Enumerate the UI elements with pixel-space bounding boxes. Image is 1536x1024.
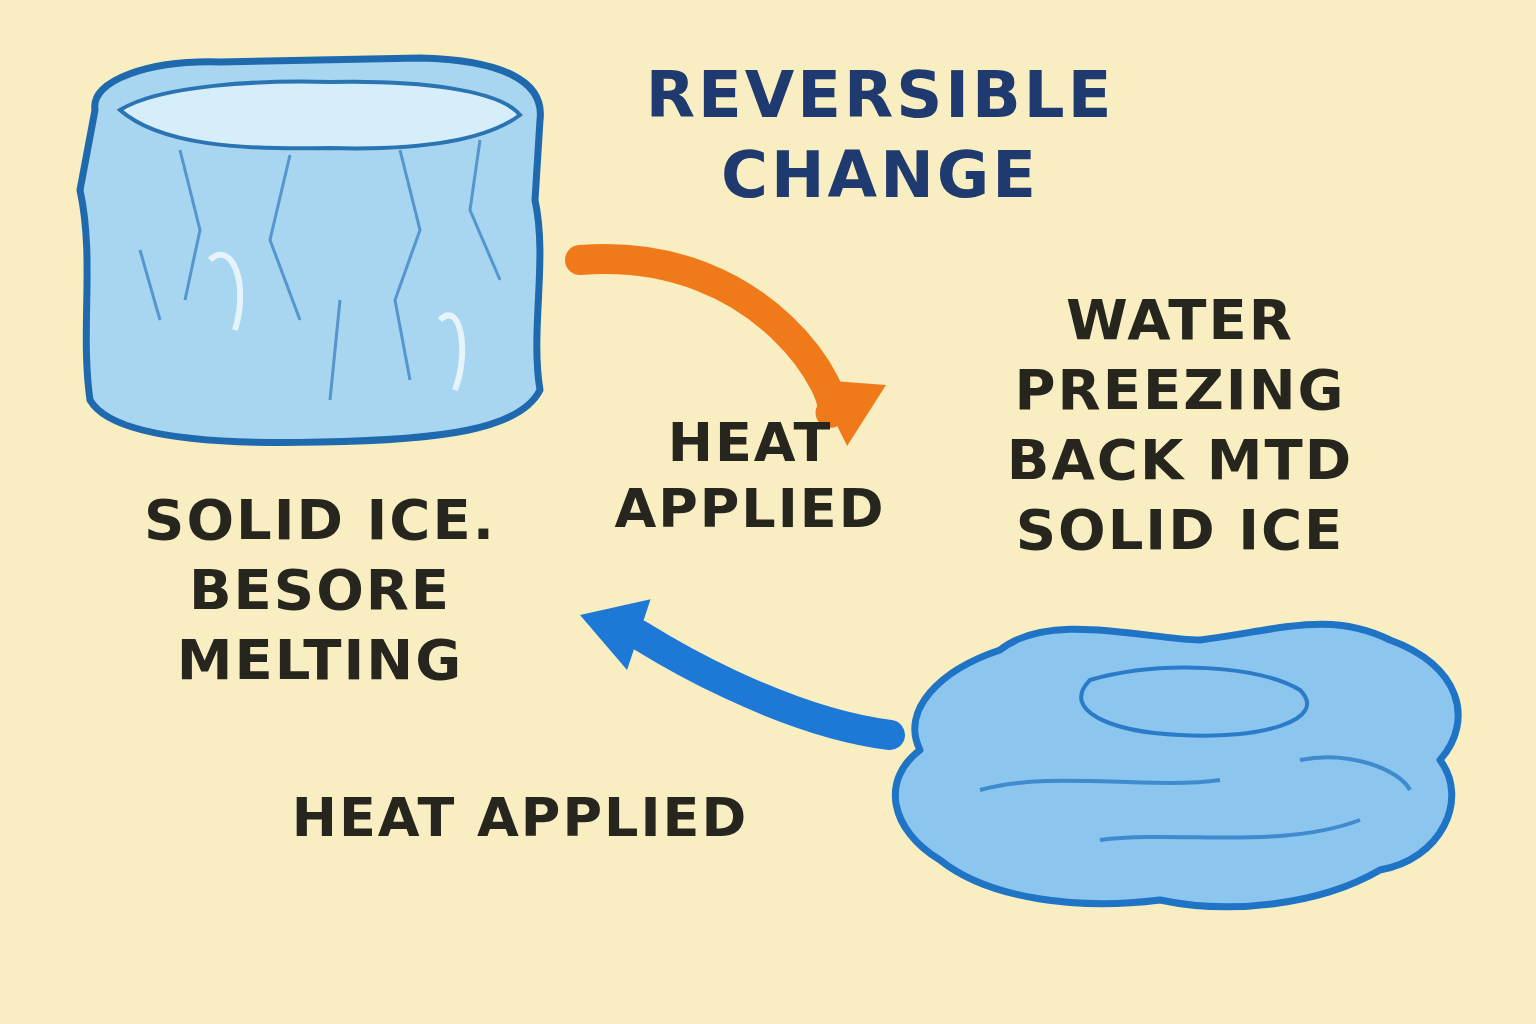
arrow-label: HEAT APPLIED xyxy=(595,410,905,542)
state-label: WATER PREEZING BACK MTD SOLID ICE xyxy=(945,285,1415,565)
state-label: SOLID ICE. BESORE MELTING xyxy=(85,485,555,695)
state-node: WATER PREEZING BACK MTD SOLID ICE xyxy=(880,280,1480,920)
arrow-shaft xyxy=(580,259,832,413)
arrow-label: HEAT APPLIED xyxy=(230,785,810,851)
ice-block xyxy=(80,58,540,443)
diagram-title: REVERSIBLE CHANGE xyxy=(600,55,1160,215)
water-puddle xyxy=(895,624,1458,907)
process-arrow xyxy=(580,599,890,735)
arrow-head xyxy=(580,599,651,670)
arrow-shaft xyxy=(639,635,890,735)
state-node: SOLID ICE. BESORE MELTING xyxy=(60,45,580,725)
